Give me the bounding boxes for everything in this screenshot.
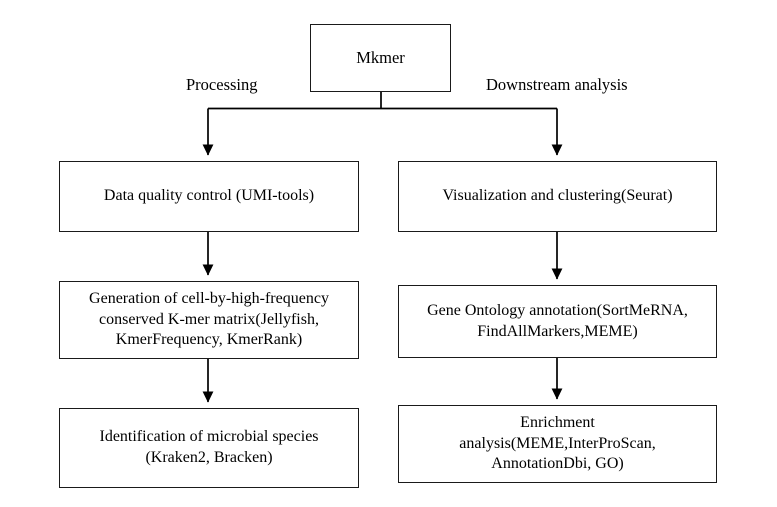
- node-enrichment-analysis-label: Enrichment analysis(MEME,InterProScan, A…: [459, 413, 656, 473]
- node-visualization-clustering[interactable]: Visualization and clustering(Seurat): [398, 161, 717, 232]
- node-kmer-matrix-generation-label: Generation of cell-by-high-frequency con…: [89, 289, 329, 349]
- node-enrichment-analysis[interactable]: Enrichment analysis(MEME,InterProScan, A…: [398, 405, 717, 483]
- node-visualization-clustering-label: Visualization and clustering(Seurat): [442, 187, 673, 205]
- edge-label-downstream-analysis: Downstream analysis: [486, 75, 628, 94]
- node-mkmer[interactable]: Mkmer: [310, 24, 451, 92]
- node-microbial-species-identification[interactable]: Identification of microbial species (Kra…: [59, 408, 359, 488]
- node-data-quality-control-label: Data quality control (UMI-tools): [103, 187, 315, 205]
- node-data-quality-control[interactable]: Data quality control (UMI-tools): [59, 161, 359, 232]
- edge-label-processing: Processing: [186, 75, 258, 94]
- node-microbial-species-identification-label: Identification of microbial species (Kra…: [99, 428, 319, 466]
- node-mkmer-label: Mkmer: [356, 48, 405, 68]
- node-kmer-matrix-generation[interactable]: Generation of cell-by-high-frequency con…: [59, 281, 359, 359]
- node-gene-ontology-annotation[interactable]: Gene Ontology annotation(SortMeRNA, Find…: [398, 285, 717, 358]
- node-gene-ontology-annotation-label: Gene Ontology annotation(SortMeRNA, Find…: [427, 301, 688, 340]
